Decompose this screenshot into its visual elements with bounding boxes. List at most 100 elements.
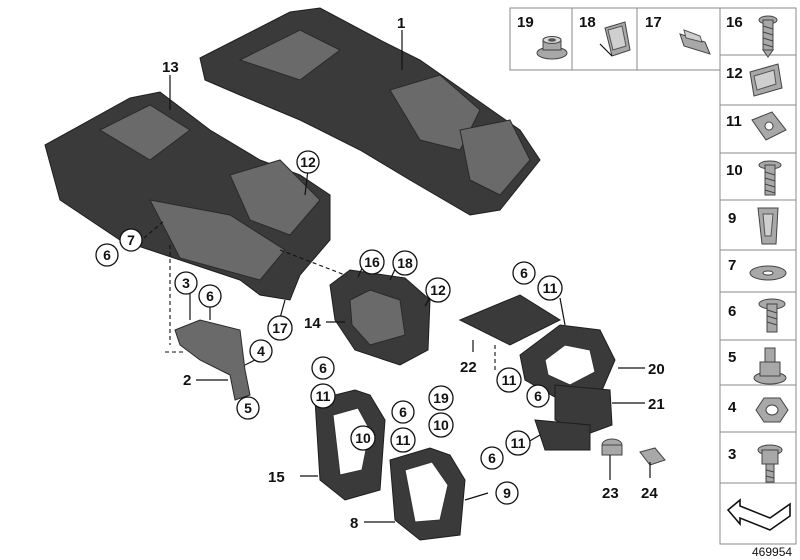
svg-text:10: 10: [433, 417, 449, 433]
svg-text:9: 9: [503, 485, 511, 501]
svg-text:18: 18: [397, 255, 413, 271]
socket-plug: [639, 447, 666, 466]
svg-text:11: 11: [396, 432, 411, 448]
svg-text:6: 6: [103, 247, 111, 263]
legend-label-9: 9: [728, 210, 736, 227]
svg-text:4: 4: [257, 343, 265, 359]
svg-text:17: 17: [272, 320, 288, 336]
callout-19: 19: [428, 385, 454, 411]
callout-11-frame: 11: [496, 367, 522, 393]
mounting-bracket: [174, 319, 251, 401]
callout-11-trim: 11: [505, 430, 531, 456]
callout-7-left: 7: [119, 228, 143, 252]
hex-nut-icon: [755, 397, 789, 423]
torx-screw-icon: [758, 15, 778, 58]
svg-text:11: 11: [502, 372, 517, 388]
legend-label-3: 3: [728, 446, 736, 463]
legend-label-12: 12: [726, 65, 743, 82]
nut-collar-icon: [536, 36, 568, 60]
callout-11-cover: 11: [537, 275, 563, 301]
svg-text:12: 12: [430, 282, 446, 298]
svg-text:11: 11: [316, 388, 331, 404]
callout-6-cover: 6: [512, 261, 536, 285]
svg-text:6: 6: [488, 450, 496, 466]
expansion-clip-icon: [757, 207, 779, 245]
svg-text:7: 7: [127, 232, 135, 248]
view-arrow-icon: [726, 498, 791, 531]
trim-cover: [458, 294, 562, 346]
callout-11-right-frame: 11: [390, 427, 416, 453]
legend-grid: 19 18 17 16 12 11 10 9 7 6 5 4 3: [509, 7, 797, 559]
clip-nut-icon: [749, 63, 783, 97]
svg-text:6: 6: [520, 265, 528, 281]
svg-text:11: 11: [511, 435, 526, 451]
callout-8: 8: [350, 515, 358, 532]
storage-tray: [329, 269, 431, 366]
callout-21: 21: [648, 396, 665, 413]
callout-10-right-frame: 10: [428, 412, 454, 438]
speed-nut-icon: [751, 111, 787, 141]
socket-housing: [601, 438, 623, 456]
flat-head-screw-icon: [758, 160, 782, 196]
plain-callouts: 1 13 2 14 22 20 21 15 8 23 24: [162, 15, 665, 532]
callout-6-right-frame: 6: [391, 400, 415, 424]
callout-12-upper: 12: [296, 150, 320, 174]
console-frame: [519, 324, 616, 401]
edge-clip-icon: [679, 29, 711, 55]
svg-text:11: 11: [543, 280, 558, 296]
center-console-lower: [44, 91, 331, 301]
callout-2: 2: [183, 372, 191, 389]
legend-label-7: 7: [728, 257, 736, 274]
callout-20: 20: [648, 361, 665, 378]
spring-clip-icon: [599, 21, 631, 57]
callout-24: 24: [641, 485, 658, 502]
svg-text:10: 10: [355, 430, 371, 446]
callout-6-trim: 6: [480, 446, 504, 470]
legend-label-4: 4: [728, 399, 737, 416]
callout-14: 14: [304, 315, 321, 332]
legend-label-5: 5: [728, 349, 736, 366]
callout-17: 17: [267, 315, 293, 341]
hex-bolt-icon: [753, 347, 787, 385]
svg-text:5: 5: [244, 400, 252, 416]
legend-label-18: 18: [579, 14, 596, 31]
callout-16-tray: 16: [359, 249, 385, 275]
callout-5: 5: [236, 396, 260, 420]
reference-number: 469954: [752, 545, 792, 559]
lower-trim-strip: [534, 419, 591, 451]
callout-13: 13: [162, 59, 179, 76]
legend-label-19: 19: [517, 14, 534, 31]
svg-text:3: 3: [182, 275, 190, 291]
leader-lines: [143, 30, 651, 523]
callout-10-left-frame: 10: [350, 425, 376, 451]
callout-6-left: 6: [95, 243, 119, 267]
callout-6-left-frame: 6: [311, 356, 335, 380]
legend-label-11: 11: [726, 113, 742, 130]
callout-12-tray: 12: [425, 277, 451, 303]
svg-text:16: 16: [364, 254, 380, 270]
svg-text:12: 12: [300, 154, 316, 170]
svg-text:6: 6: [206, 288, 214, 304]
tapping-screw-icon: [758, 298, 786, 333]
callout-15: 15: [268, 469, 285, 486]
washer-icon: [749, 265, 787, 281]
svg-text:6: 6: [399, 404, 407, 420]
svg-text:6: 6: [319, 360, 327, 376]
center-console-upper: [199, 7, 541, 216]
callout-1: 1: [397, 15, 405, 32]
callout-23: 23: [602, 485, 619, 502]
svg-text:19: 19: [433, 390, 449, 406]
callout-22: 22: [460, 359, 477, 376]
callout-18-tray: 18: [392, 250, 418, 276]
legend-label-6: 6: [728, 303, 736, 320]
legend-label-10: 10: [726, 162, 743, 179]
svg-text:6: 6: [534, 388, 542, 404]
legend-label-17: 17: [645, 14, 662, 31]
bolt-icon: [757, 444, 783, 483]
legend-label-16: 16: [726, 14, 743, 31]
callout-6-frame: 6: [526, 384, 550, 408]
callout-3: 3: [174, 271, 198, 295]
callout-4: 4: [249, 339, 273, 363]
callout-9: 9: [495, 481, 519, 505]
